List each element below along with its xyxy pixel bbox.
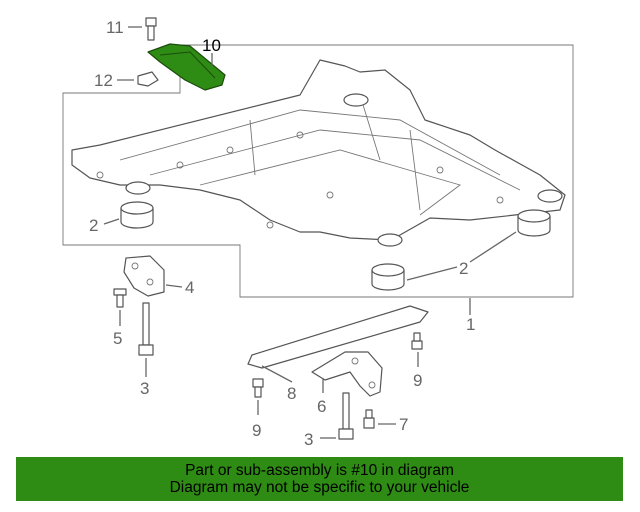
assembly-outline [62, 44, 574, 298]
callout-11: 11 [106, 18, 124, 37]
callout-12: 12 [94, 71, 113, 90]
leader-lines [103, 26, 517, 439]
bolt-9-left [252, 378, 264, 398]
parts-diagram: 11 10 12 2 2 4 5 3 8 6 9 9 7 3 1 [62, 17, 574, 449]
callout-5: 5 [113, 329, 122, 348]
bolt-3-bottom [338, 392, 354, 440]
info-banner: Part or sub-assembly is #10 in diagram D… [16, 457, 623, 501]
callout-2-left: 2 [89, 216, 98, 235]
bolt-5 [113, 288, 127, 308]
callout-8: 8 [287, 384, 296, 403]
bolt-9-right [411, 332, 423, 350]
bushing-center [371, 263, 405, 291]
bolt-11 [145, 17, 157, 41]
callout-6: 6 [317, 397, 326, 416]
bolt-7 [363, 409, 375, 429]
callout-3-left: 3 [140, 379, 149, 398]
banner-line-1: Part or sub-assembly is #10 in diagram [185, 462, 454, 479]
bushing-left [120, 201, 154, 229]
callout-1: 1 [466, 315, 475, 334]
callout-4: 4 [185, 278, 194, 297]
subframe-crossmember [71, 59, 566, 247]
callout-9-left: 9 [252, 421, 261, 440]
banner-line-2: Diagram may not be specific to your vehi… [169, 479, 470, 496]
bushing-right [517, 209, 551, 237]
part-10-bracket-highlighted [147, 43, 226, 91]
callout-3-bottom: 3 [304, 430, 313, 449]
callout-10: 10 [202, 36, 221, 55]
bracket-6 [311, 351, 383, 397]
callout-9-right: 9 [413, 371, 422, 390]
bolt-3-left [138, 302, 154, 356]
callout-7: 7 [399, 415, 408, 434]
bracket-4 [123, 255, 165, 297]
clip-12 [137, 71, 159, 87]
callout-2-right: 2 [459, 259, 468, 278]
brace-8 [247, 305, 429, 369]
